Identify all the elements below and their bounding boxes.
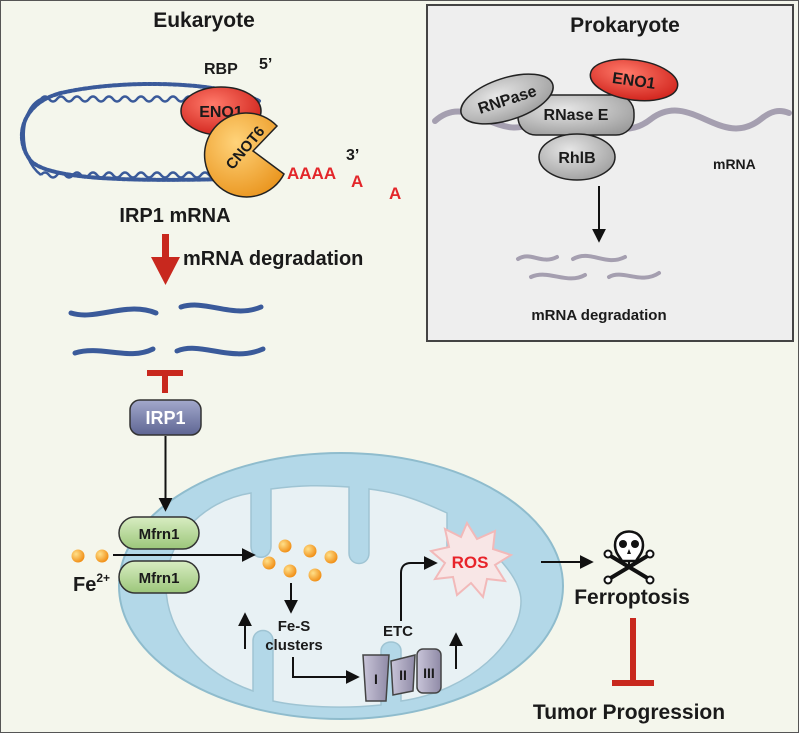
mfrn1-transporter [118,516,200,594]
three-prime-label: 3’ [346,147,359,164]
fes-label-line1: Fe-S [278,618,311,635]
mfrn1-bottom-label: Mfrn1 [139,570,180,587]
eukaryote-title: Eukaryote [153,9,255,32]
ros-label: ROS [452,553,489,572]
irp1-mrna-wave-left [22,97,42,176]
five-prime-label: 5’ [259,56,272,73]
rnase-e-label: RNase E [544,107,609,124]
fes-label-line2: clusters [265,637,323,654]
complex-iii-label: III [423,665,435,681]
rhlb-protein [538,133,616,181]
ferroptosis-label: Ferroptosis [574,586,690,609]
irp1-inhibition [147,370,183,393]
polya-free-a1: A [351,172,363,191]
etc-to-ros-arrow [400,556,438,621]
cnot6-protein [203,112,285,198]
mfrn1-top-label: Mfrn1 [139,526,180,543]
polya-tail: AAAA [287,164,336,183]
ros-burst [428,520,514,600]
prok-eno1-label: ENO1 [611,70,657,93]
etc-complexes [362,648,442,702]
irp1-mrna-fragments [68,302,266,357]
iron-dot [95,549,109,563]
skull-crossbones-icon [603,530,655,585]
prokaryote-title: Prokaryote [570,14,680,37]
iron-dot [71,549,85,563]
mito-iron-pool [262,539,338,582]
fes-to-etc-arrow [292,657,360,684]
irp1-label: IRP1 [145,408,185,428]
prok-eno1-protein [589,58,679,102]
irp1-protein [129,399,202,436]
prokaryote-panel [426,4,794,342]
tumor-progression-label: Tumor Progression [533,701,725,724]
prokaryote-mrna-fragments [516,253,661,281]
eukaryote-degradation-arrow [151,234,180,285]
complex-ii-label: II [399,667,407,683]
ferroptosis-inhibits-tumor [612,618,654,686]
etc-label: ETC [383,623,413,640]
prokaryote-mrna-label: mRNA [713,156,756,172]
eukaryote-degradation-label: mRNA degradation [183,248,363,270]
complex-i-label: I [374,671,378,687]
rnpase-protein [460,73,554,125]
polya-free-a2: A [389,184,401,203]
fe-ion-label: Fe2+ [73,571,110,596]
rhlb-label: RhlB [558,150,595,167]
prokaryote-mrna-strand [432,107,792,132]
prokaryote-degradation-label: mRNA degradation [531,307,666,324]
rbp-label: RBP [204,61,238,78]
irp1-mrna-label: IRP1 mRNA [119,205,230,227]
